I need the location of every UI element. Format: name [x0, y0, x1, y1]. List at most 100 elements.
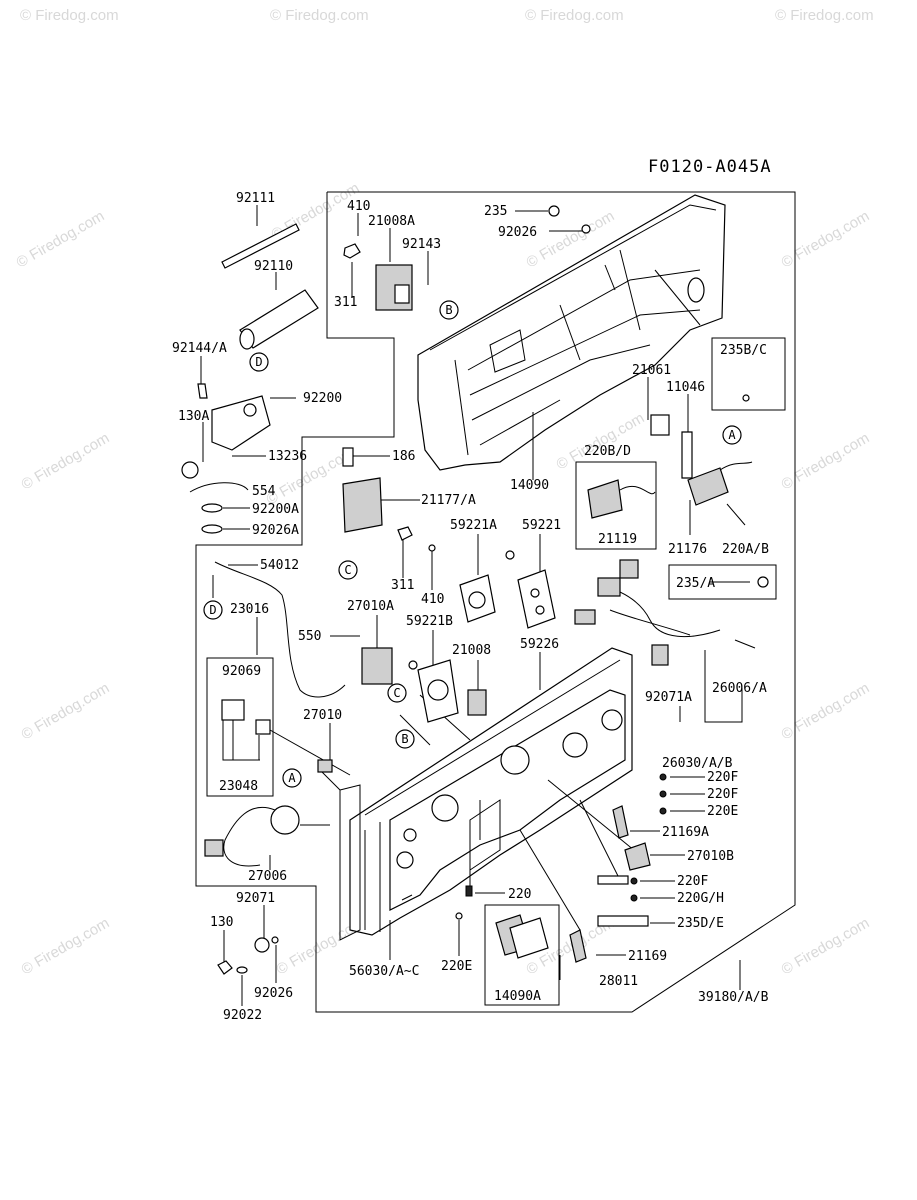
callout-a-left: A	[282, 768, 302, 788]
part-label: 21008A	[368, 214, 415, 229]
part-label: 21177/A	[421, 493, 476, 508]
watermark: © Firedog.com	[270, 7, 369, 24]
svg-text:D: D	[209, 603, 216, 617]
watermark: © Firedog.com	[19, 679, 113, 743]
part-label: 28011	[599, 974, 638, 989]
part-label: 220E	[441, 959, 472, 974]
part-label: 92200A	[252, 502, 299, 517]
part-label: 186	[392, 449, 415, 464]
watermark: © Firedog.com	[14, 207, 108, 271]
watermark: © Firedog.com	[775, 7, 874, 24]
part-shapes	[181, 205, 769, 975]
part-label: 220G/H	[677, 891, 724, 906]
part-label: 410	[347, 199, 370, 214]
watermark: © Firedog.com	[554, 409, 648, 473]
part-label: 27010B	[687, 849, 734, 864]
control-panel-housing	[417, 194, 726, 471]
part-label: 59221	[522, 518, 561, 533]
part-label: 92026	[254, 986, 293, 1001]
part-label: 56030/A~C	[349, 964, 419, 979]
part-label: 23016	[230, 602, 269, 617]
part-label: 92026	[498, 225, 537, 240]
part-label: 92071	[236, 891, 275, 906]
svg-text:C: C	[393, 686, 400, 700]
part-label: 92200	[303, 391, 342, 406]
part-label: 14090	[510, 478, 549, 493]
part-label: 54012	[260, 558, 299, 573]
part-label: 235D/E	[677, 916, 724, 931]
watermark: © Firedog.com	[779, 429, 873, 493]
front-panel	[339, 647, 633, 941]
svg-text:B: B	[401, 732, 408, 746]
part-label: 220A/B	[722, 542, 769, 557]
callout-c-lower: C	[387, 683, 407, 703]
part-label: 27010A	[347, 599, 394, 614]
svg-text:C: C	[344, 563, 351, 577]
part-label: 130A	[178, 409, 209, 424]
svg-text:D: D	[255, 355, 262, 369]
callout-d-upper: D	[249, 352, 269, 372]
callout-b-top: B	[439, 300, 459, 320]
part-label: 59221A	[450, 518, 497, 533]
svg-text:A: A	[288, 771, 296, 785]
callout-a-right: A	[722, 425, 742, 445]
part-label: 220F	[707, 770, 738, 785]
part-label: 235/A	[676, 576, 715, 591]
assembly-frame	[195, 191, 796, 1013]
part-label: 11046	[666, 380, 705, 395]
callout-b-lower: B	[395, 729, 415, 749]
diagram-code: F0120-A045A	[648, 157, 772, 177]
part-label: 554	[252, 484, 276, 499]
part-label: 26006/A	[712, 681, 767, 696]
part-label: 21119	[598, 532, 637, 547]
part-label: 92026A	[252, 523, 299, 538]
part-label: 26030/A/B	[662, 756, 733, 771]
part-label: 220	[508, 887, 531, 902]
part-label: 92071A	[645, 690, 692, 705]
part-label: 21061	[632, 363, 671, 378]
part-label: 59226	[520, 637, 559, 652]
callout-circles: B D C D A C B A	[203, 300, 742, 788]
watermark: © Firedog.com	[779, 207, 873, 271]
watermark: © Firedog.com	[779, 914, 873, 978]
watermark: © Firedog.com	[19, 914, 113, 978]
part-label: 13236	[268, 449, 307, 464]
part-label: 235	[484, 204, 507, 219]
part-label: 14090A	[494, 989, 541, 1004]
part-label: 235B/C	[720, 343, 767, 358]
callout-c-upper: C	[338, 560, 358, 580]
leader-lines	[200, 205, 750, 1006]
svg-text:A: A	[728, 428, 736, 442]
part-label: 21008	[452, 643, 491, 658]
watermark: © Firedog.com	[19, 429, 113, 493]
watermark: © Firedog.com	[20, 7, 119, 24]
group-boxes	[206, 337, 786, 1006]
part-label: 39180/A/B	[698, 990, 769, 1005]
part-label: 311	[334, 295, 357, 310]
part-label: 27006	[248, 869, 287, 884]
part-label: 311	[391, 578, 414, 593]
part-label: 92111	[236, 191, 275, 206]
part-label: 220F	[677, 874, 708, 889]
part-label: 220E	[707, 804, 738, 819]
part-label: 92144/A	[172, 341, 227, 356]
watermark: © Firedog.com	[779, 679, 873, 743]
part-label: 92110	[254, 259, 293, 274]
part-label: 130	[210, 915, 233, 930]
part-label: 92022	[223, 1008, 262, 1023]
part-label: 21169A	[662, 825, 709, 840]
part-label: 59221B	[406, 614, 453, 629]
part-label: 23048	[219, 779, 258, 794]
part-labels: 92111 92110 410 21008A 92143 311 235 920…	[172, 191, 769, 1023]
watermark: © Firedog.com	[525, 7, 624, 24]
part-label: 21169	[628, 949, 667, 964]
callout-d-lower: D	[203, 600, 223, 620]
part-label: 92143	[402, 237, 441, 252]
part-label: 410	[421, 592, 444, 607]
part-label: 220F	[707, 787, 738, 802]
part-label: 21176	[668, 542, 707, 557]
part-label: 92069	[222, 664, 261, 679]
part-label: 27010	[303, 708, 342, 723]
svg-text:B: B	[445, 303, 452, 317]
